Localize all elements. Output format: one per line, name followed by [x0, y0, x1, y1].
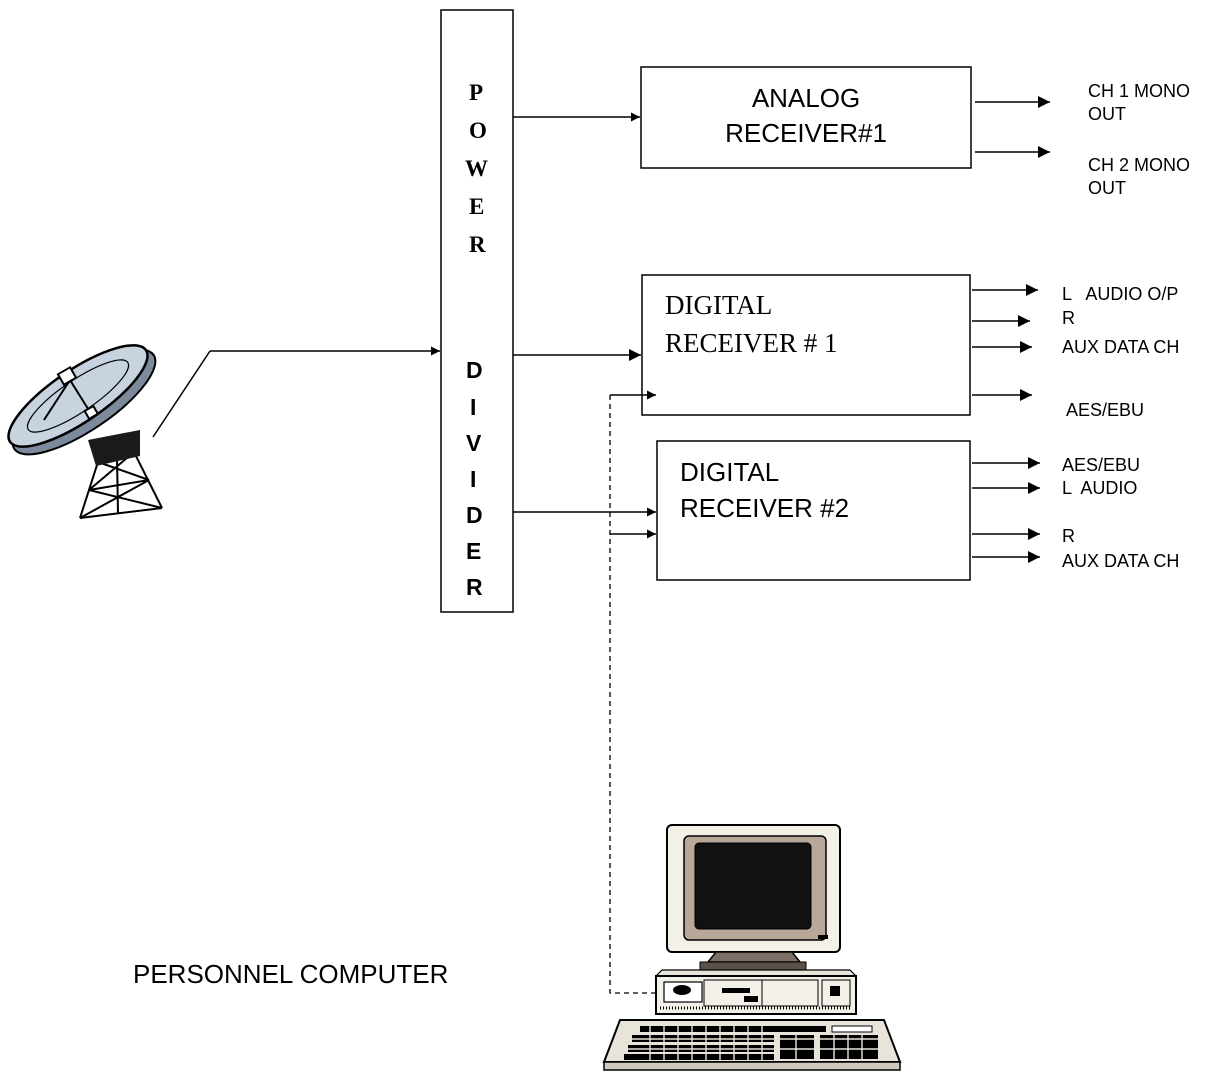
divider-letter: R	[466, 574, 483, 600]
digital-receiver-1-box	[641, 274, 971, 416]
pc-label: PERSONNEL COMPUTER	[133, 959, 448, 989]
divider-letter: E	[469, 194, 484, 219]
divider-letter: I	[470, 466, 476, 492]
divider-letter: D	[466, 502, 483, 528]
divider-letter: V	[466, 430, 482, 456]
divider-letter: E	[466, 538, 481, 564]
divider-letter: P	[469, 80, 483, 105]
output-label: OUT	[1088, 104, 1126, 124]
divider-letter: D	[466, 357, 483, 383]
divider-letter: I	[470, 394, 476, 420]
divider-letter: W	[465, 156, 488, 181]
power-divider-label: P O W E R D I V I D E R	[465, 80, 488, 600]
analog-receiver-box	[640, 66, 972, 169]
analog-receiver-subtitle: RECEIVER#1	[725, 118, 887, 148]
output-label: R	[1062, 308, 1075, 328]
pc-control-dashed-line	[609, 395, 658, 994]
personal-computer-icon	[602, 824, 902, 1071]
digital-receiver-2-box	[656, 440, 971, 581]
digital-receiver-2-subtitle: RECEIVER #2	[680, 493, 849, 523]
satellite-dish-icon	[7, 344, 163, 519]
divider-letter: R	[469, 232, 486, 257]
output-label: L AUDIO O/P	[1062, 284, 1178, 304]
digital-receiver-2-title: DIGITAL	[680, 457, 779, 487]
analog-receiver-title: ANALOG	[752, 83, 860, 113]
digital-receiver-1-subtitle: RECEIVER # 1	[665, 328, 838, 358]
divider-letter: O	[469, 118, 487, 143]
digital-receiver-1-title: DIGITAL	[665, 290, 772, 320]
output-label: CH 2 MONO	[1088, 155, 1190, 175]
output-label: AUX DATA CH	[1062, 551, 1179, 571]
output-label: R	[1062, 526, 1075, 546]
output-label: AUX DATA CH	[1062, 337, 1179, 357]
output-label: CH 1 MONO	[1088, 81, 1190, 101]
output-label: AES/EBU	[1066, 400, 1144, 420]
output-label: L AUDIO	[1062, 478, 1137, 498]
output-label: OUT	[1088, 178, 1126, 198]
antenna-feed-line	[152, 350, 211, 438]
power-divider-box	[440, 9, 514, 613]
output-label: AES/EBU	[1062, 455, 1140, 475]
